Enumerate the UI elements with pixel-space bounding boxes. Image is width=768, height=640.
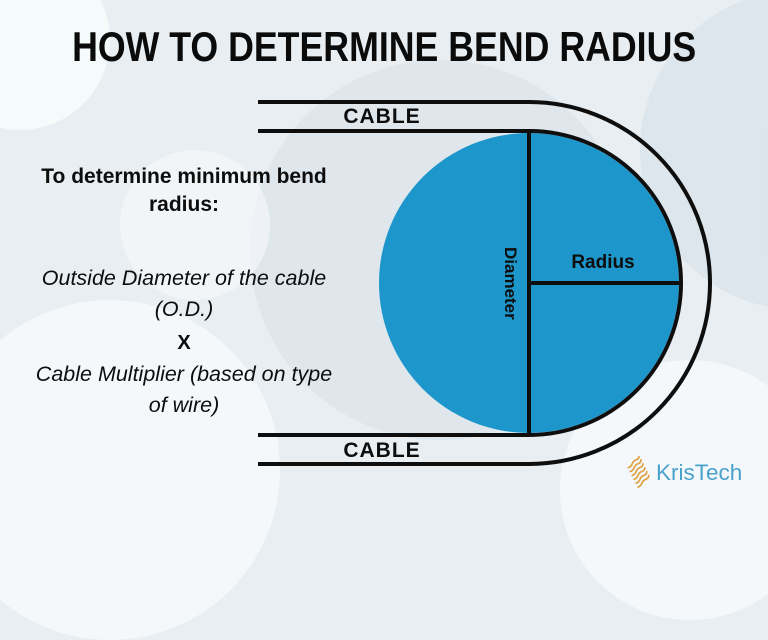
page-title: HOW TO DETERMINE BEND RADIUS [0,26,768,68]
bg-decor-circle [120,150,270,300]
cable-label-bottom: CABLE [343,439,421,462]
radius-label: Radius [571,252,635,273]
cable-inner-edge [258,129,683,437]
formula-od-text: Outside Diameter of the cable (O.D.) [41,265,327,322]
cable-label-top: CABLE [343,105,421,128]
formula-multiplier-text: Cable Multiplier (based on type of wire) [35,362,333,418]
diameter-label: Diameter [501,246,520,320]
wavy-strands-icon [627,456,650,488]
bend-radius-diagram [258,100,712,466]
kristech-logo: KrisTech [627,456,742,489]
formula-multiply-operator: X [177,332,191,355]
explanation-heading: To determine minimum bend radius: [41,165,327,216]
cable-outer-edge [258,100,712,466]
explanation-panel: To determine minimum bend radius: Outsid… [28,163,340,422]
page-title-text: HOW TO DETERMINE BEND RADIUS [71,23,697,70]
logo-wordmark: KrisTech [656,459,743,485]
